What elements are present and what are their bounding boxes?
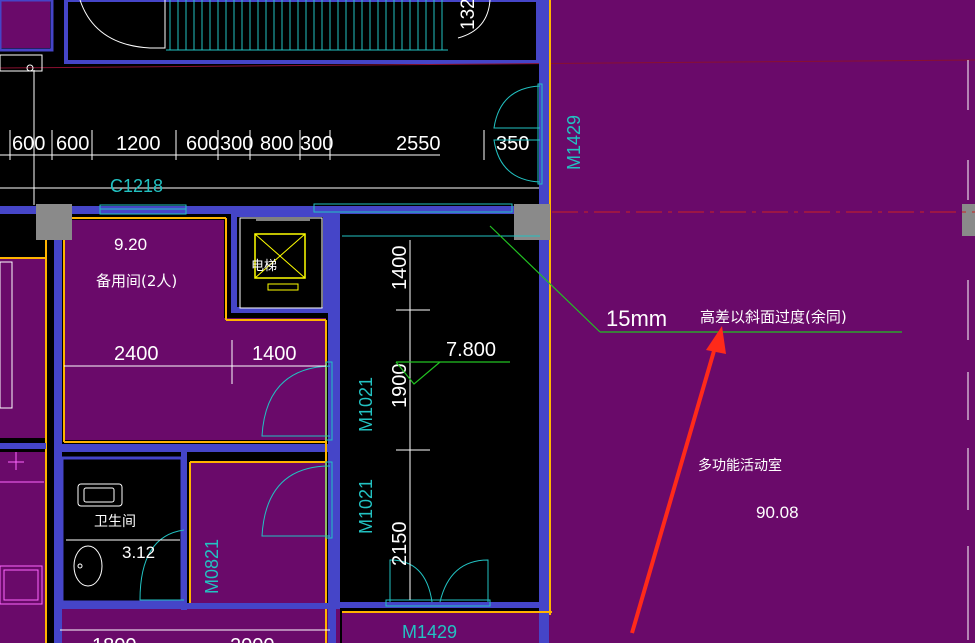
toilet-area: 3.12 <box>122 543 155 562</box>
corridor-dim-1900: 1900 <box>389 364 411 409</box>
annotation-leader <box>489 225 902 333</box>
bottom-dim-2000: 2000 <box>230 635 275 643</box>
spare-room-area: 9.20 <box>114 235 147 254</box>
room-fill-bottom-right <box>342 612 542 643</box>
top-dimension-chain: 600 600 1200 600 300 800 300 2550 350 <box>0 70 529 205</box>
door-label-m1021-upper: M1021 <box>356 377 376 432</box>
room-fill-left-lower <box>0 452 46 643</box>
top-dim: 600 <box>56 133 89 155</box>
left-edge-fixtures <box>0 261 44 605</box>
top-dim: 600 <box>186 133 219 155</box>
top-dim: 2550 <box>396 133 441 155</box>
door-label-m0821: M0821 <box>202 539 222 594</box>
top-dim: 800 <box>260 133 293 155</box>
stair-treads <box>169 0 443 50</box>
room-fill-bottom-center <box>190 462 326 604</box>
doors <box>139 83 543 607</box>
annotation-thickness: 15mm <box>606 306 667 331</box>
top-dim: 300 <box>220 133 253 155</box>
top-dim: 350 <box>496 133 529 155</box>
room-fill-bottom <box>58 604 340 643</box>
annotation-note: 高差以斜面过度(余同) <box>700 308 847 326</box>
bottom-dim-1800: 1800 <box>92 635 137 643</box>
top-dim: 1200 <box>116 133 161 155</box>
activity-room-area: 90.08 <box>756 503 799 522</box>
corridor-dim-2150: 2150 <box>389 522 411 567</box>
top-left-room-fill <box>0 0 50 48</box>
top-dim: 300 <box>300 133 333 155</box>
spare-room-fill-lower <box>64 318 326 440</box>
activity-room-name: 多功能活动室 <box>698 457 782 474</box>
door-label-m1429-right: M1429 <box>564 115 584 170</box>
column <box>962 204 975 236</box>
toilet-fixtures <box>66 483 180 587</box>
door-label-m1429-bottom: M1429 <box>402 622 457 642</box>
room-fill-left <box>0 258 46 438</box>
spare-room-dim-1400: 1400 <box>252 343 297 365</box>
red-arrow <box>630 326 726 634</box>
elevator-shaft: 电梯 <box>239 217 323 309</box>
column <box>514 204 550 240</box>
elevation-marker <box>395 361 510 385</box>
toilet-name: 卫生间 <box>94 514 136 530</box>
window-label-c1218: C1218 <box>110 176 163 196</box>
elevation-value: 7.800 <box>446 339 496 361</box>
spare-room-name: 备用间(2人) <box>96 272 177 290</box>
elevator-label: 电梯 <box>251 259 277 274</box>
top-dim: 600 <box>12 133 45 155</box>
door-label-m1021-lower: M1021 <box>356 479 376 534</box>
spare-room-dim-2400: 2400 <box>114 343 159 365</box>
activity-room-fill <box>548 0 975 643</box>
column <box>36 204 72 240</box>
corridor-dim-1400: 1400 <box>389 246 411 291</box>
top-dim-1329: 1329 <box>458 0 479 30</box>
